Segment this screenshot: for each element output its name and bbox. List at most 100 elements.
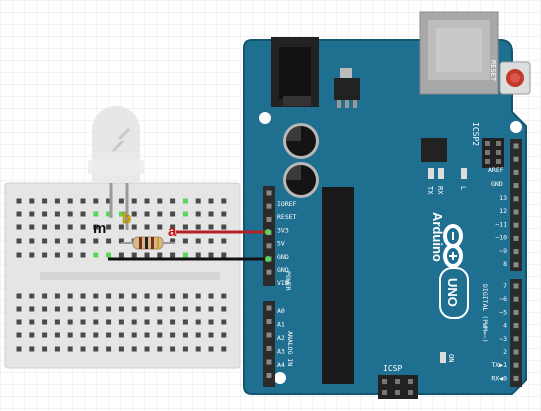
on-led bbox=[440, 352, 446, 363]
breadboard-hole bbox=[42, 252, 48, 258]
breadboard-hole bbox=[29, 238, 35, 244]
breadboard-hole bbox=[54, 224, 60, 230]
breadboard-hole bbox=[208, 224, 214, 230]
breadboard-hole bbox=[29, 252, 35, 258]
breadboard[interactable] bbox=[4, 182, 241, 369]
breadboard-hole bbox=[67, 198, 73, 204]
breadboard-hole bbox=[195, 238, 201, 244]
breadboard-hole bbox=[195, 319, 201, 325]
header-pin bbox=[513, 235, 519, 241]
reset-button[interactable] bbox=[499, 61, 531, 95]
breadboard-hole bbox=[221, 252, 227, 258]
arduino-logo bbox=[443, 224, 463, 268]
breadboard-hole bbox=[80, 238, 86, 244]
gnd-label: GND bbox=[491, 180, 503, 188]
breadboard-hole bbox=[93, 198, 99, 204]
breadboard-holes bbox=[16, 198, 227, 352]
breadboard-hole bbox=[170, 252, 176, 258]
breadboard-hole bbox=[118, 198, 124, 204]
breadboard-hole bbox=[67, 224, 73, 230]
tx-led bbox=[428, 168, 434, 179]
label-a: a bbox=[168, 223, 177, 240]
breadboard-hole bbox=[208, 306, 214, 312]
header-pin bbox=[266, 190, 272, 196]
breadboard-hole bbox=[221, 238, 227, 244]
breadboard-hole bbox=[170, 293, 176, 299]
pin-label: A5 bbox=[277, 375, 285, 383]
breadboard-hole bbox=[157, 346, 163, 352]
breadboard-hole bbox=[80, 224, 86, 230]
breadboard-hole bbox=[16, 238, 22, 244]
breadboard-hole bbox=[195, 332, 201, 338]
breadboard-hole bbox=[54, 198, 60, 204]
breadboard-hole bbox=[80, 332, 86, 338]
icsp2-label: ICSP2 bbox=[471, 122, 480, 146]
header-pin bbox=[513, 323, 519, 329]
pin-label: VIN bbox=[277, 279, 289, 287]
breadboard-hole bbox=[131, 252, 137, 258]
breadboard-hole bbox=[16, 252, 22, 258]
breadboard-hole bbox=[93, 319, 99, 325]
breadboard-hole bbox=[67, 238, 73, 244]
arduino-wordmark: Arduino bbox=[430, 212, 445, 262]
breadboard-hole bbox=[195, 252, 201, 258]
breadboard-hole bbox=[67, 252, 73, 258]
breadboard-hole bbox=[80, 198, 86, 204]
breadboard-hole bbox=[144, 319, 150, 325]
pin-label: RESET bbox=[277, 213, 297, 221]
breadboard-hole bbox=[106, 319, 112, 325]
header-pin bbox=[266, 203, 272, 209]
breadboard-hole bbox=[118, 252, 124, 258]
pin-label: ~3 bbox=[499, 335, 507, 343]
header-pin bbox=[513, 156, 519, 162]
breadboard-hole bbox=[157, 319, 163, 325]
pin-label: 12 bbox=[499, 207, 507, 215]
header-pin bbox=[266, 319, 272, 324]
breadboard-hole bbox=[93, 238, 99, 244]
breadboard-hole bbox=[67, 293, 73, 299]
breadboard-hole bbox=[118, 306, 124, 312]
on-label: ON bbox=[447, 354, 455, 362]
breadboard-hole bbox=[195, 198, 201, 204]
breadboard-hole bbox=[42, 211, 48, 217]
breadboard-hole bbox=[170, 238, 176, 244]
breadboard-hole bbox=[221, 224, 227, 230]
breadboard-hole bbox=[118, 211, 124, 217]
capacitor bbox=[283, 162, 319, 198]
arduino-uno-board[interactable]: RESET ICSP2 TX bbox=[243, 11, 531, 399]
breadboard-hole bbox=[144, 224, 150, 230]
pin-label: ~11 bbox=[495, 220, 507, 228]
breadboard-hole bbox=[221, 319, 227, 325]
header-pin bbox=[513, 262, 519, 268]
breadboard-hole bbox=[106, 211, 112, 217]
icsp-label: ICSP bbox=[383, 364, 402, 373]
breadboard-hole bbox=[131, 306, 137, 312]
pin-label: GND bbox=[277, 266, 289, 274]
breadboard-hole bbox=[106, 252, 112, 258]
breadboard-hole bbox=[29, 198, 35, 204]
breadboard-hole bbox=[29, 346, 35, 352]
breadboard-hole bbox=[29, 211, 35, 217]
breadboard-hole bbox=[144, 252, 150, 258]
breadboard-hole bbox=[208, 252, 214, 258]
icsp-header bbox=[378, 375, 418, 399]
breadboard-hole bbox=[157, 198, 163, 204]
breadboard-hole bbox=[144, 198, 150, 204]
led-component[interactable] bbox=[88, 106, 144, 230]
pin-highlight bbox=[265, 256, 271, 262]
header-pin bbox=[513, 362, 519, 368]
breadboard-hole bbox=[118, 332, 124, 338]
breadboard-hole bbox=[118, 319, 124, 325]
breadboard-hole bbox=[131, 319, 137, 325]
header-pin bbox=[513, 375, 519, 381]
breadboard-hole bbox=[80, 319, 86, 325]
resistor[interactable] bbox=[121, 236, 175, 250]
header-pin bbox=[513, 196, 519, 202]
breadboard-hole bbox=[170, 319, 176, 325]
digital-section-label: DIGITAL (PWM=~) bbox=[481, 284, 489, 343]
breadboard-hole bbox=[42, 306, 48, 312]
l-label: L bbox=[459, 186, 467, 190]
aref-label: AREF bbox=[488, 166, 504, 174]
pin-label: A1 bbox=[277, 321, 285, 329]
